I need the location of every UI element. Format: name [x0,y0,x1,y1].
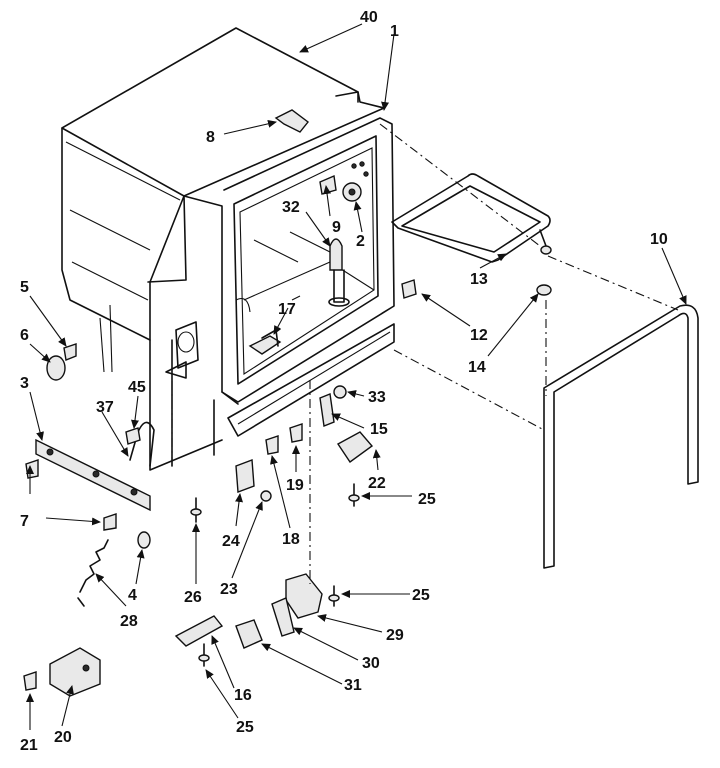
callout-14: 14 [468,359,486,376]
clip-part-33 [333,385,347,399]
callout-2: 2 [356,233,365,250]
callout-8: 8 [206,129,215,146]
callout-9: 9 [332,219,341,236]
screw-part-7 [25,459,39,479]
callout-45: 45 [128,379,146,396]
screw-part-7-b [103,513,117,531]
callout-1: 1 [390,23,399,40]
callout-26: 26 [184,589,202,606]
callout-labels: 40 1 8 9 32 2 10 13 12 14 5 6 17 33 15 3… [20,9,668,754]
door-latch-part-29 [285,573,323,619]
cover-part-22 [336,431,374,463]
bracket-part-17 [248,329,282,355]
fill-valve-part-15 [319,393,335,427]
callout-40: 40 [360,9,378,26]
callout-29: 29 [386,627,404,644]
callout-19: 19 [286,477,304,494]
callout-4: 4 [128,587,137,604]
washer-part-6 [46,355,66,381]
callout-6: 6 [20,327,29,344]
callout-24: 24 [222,533,240,550]
callout-3: 3 [20,375,29,392]
tube-part-10 [543,304,699,569]
screw-part-18 [265,435,279,455]
callout-10: 10 [650,231,668,248]
bracket-part-8 [274,109,309,133]
foot-part-4 [137,531,151,549]
callout-25-b: 25 [236,719,254,736]
callout-5: 5 [20,279,29,296]
plate-part-31 [235,619,263,649]
callout-31: 31 [344,677,362,694]
callout-21: 21 [20,737,38,754]
switch-part-24 [235,459,255,493]
callout-22: 22 [368,475,386,492]
callout-16: 16 [234,687,252,704]
callout-17: 17 [278,301,296,318]
callout-32: 32 [282,199,300,216]
screw-part-21 [23,671,37,691]
callout-30: 30 [362,655,380,672]
callout-37: 37 [96,399,114,416]
callout-23: 23 [220,581,238,598]
callout-13: 13 [470,271,488,288]
hinge-part-20 [49,647,101,697]
clip-part-12 [401,279,417,299]
clip-part-45 [125,427,141,445]
screw-part-23 [260,490,272,502]
callout-12: 12 [470,327,488,344]
screw-part-25-a [348,483,360,507]
vent-part-2 [342,182,362,202]
float-part-32 [328,238,350,307]
callout-33: 33 [368,389,386,406]
screw-part-25-b [198,643,210,667]
callout-15: 15 [370,421,388,438]
callout-7: 7 [20,513,29,530]
spring-part-28 [77,539,109,607]
callout-25-a: 25 [418,491,436,508]
callout-28: 28 [120,613,138,630]
callout-25-c: 25 [412,587,430,604]
screw-part-25-c [328,585,340,607]
leader-lines [26,23,687,730]
screw-part-19 [289,423,303,443]
callout-20: 20 [54,729,72,746]
screw-part-9 [319,174,337,195]
hinge-bracket-part-3 [35,438,151,512]
screw-part-5 [63,343,77,361]
handle-part-16 [174,615,224,647]
heater-part-13 [391,173,552,263]
washer-part-14 [536,284,552,296]
alignment-lines [171,123,679,584]
callout-18: 18 [282,531,300,548]
bolt-part-26 [190,497,202,523]
